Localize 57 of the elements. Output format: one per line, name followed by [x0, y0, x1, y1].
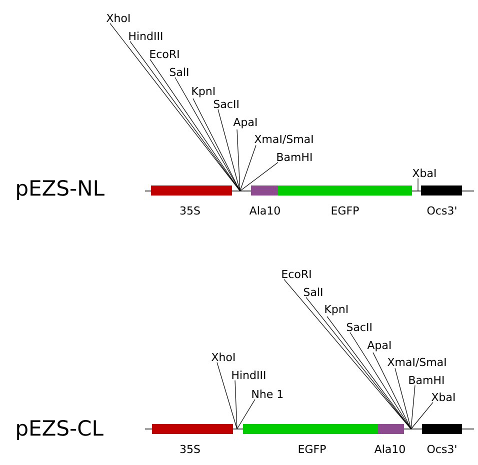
site-label: SacII	[214, 100, 238, 108]
node-label: EGFP	[332, 206, 359, 215]
site-label: XhoI	[212, 352, 235, 362]
leader-line	[410, 385, 416, 430]
leader-line	[284, 279, 412, 430]
leader-line	[410, 402, 434, 430]
plasmid-name: pEZS-CL	[17, 420, 104, 440]
gene-segment: Ocs3'	[422, 424, 462, 454]
site-label: SalI	[304, 288, 322, 296]
leader-line	[240, 162, 278, 192]
leader-line	[192, 98, 240, 192]
leader-line	[150, 59, 240, 192]
node-label: Ocs3'	[427, 206, 456, 215]
node-label: EGFP	[298, 444, 326, 454]
site-label: KpnI	[192, 86, 215, 98]
site-label: XmaI/SmaI	[254, 134, 313, 144]
site-label: XbaI	[412, 168, 436, 178]
gene-segment: Ala10	[249, 186, 280, 215]
site-label: HindIII	[232, 370, 266, 380]
leader-line	[372, 352, 412, 430]
site-label: HindIII	[129, 32, 162, 40]
site-label: KpnI	[325, 304, 348, 316]
site-label: ApaI	[233, 118, 257, 128]
site-label: BamHI	[277, 152, 312, 162]
gene-segment: 35S	[152, 424, 233, 454]
node-label: 35S	[180, 206, 200, 215]
leader-line	[218, 109, 240, 192]
node-label: Ala10	[374, 444, 405, 454]
node-label: 35S	[180, 444, 200, 454]
leader-line	[174, 77, 240, 192]
site-label: EcoRI	[282, 270, 311, 278]
site-label: Nhe 1	[252, 390, 283, 398]
node-label: Ala10	[249, 206, 280, 215]
leader-line	[394, 368, 412, 430]
site-label: ApaI	[367, 340, 391, 352]
site-label: BamHI	[409, 376, 444, 384]
leader-line	[326, 316, 412, 430]
gene-segment: Ocs3'	[421, 186, 462, 215]
leader-line	[236, 129, 240, 192]
plasmid-name: pEZS-NL	[17, 180, 104, 200]
site-label: EcoRI	[150, 50, 179, 58]
site-label: XhoI	[106, 14, 130, 22]
leader-line	[130, 41, 240, 192]
leader-line	[306, 297, 412, 430]
gene-segment: Ala10	[374, 424, 405, 454]
site-label: SacII	[346, 322, 372, 332]
leader-line	[240, 144, 256, 192]
leader-line	[110, 23, 240, 192]
leader-line	[350, 332, 412, 430]
node-label: Ocs3'	[427, 444, 456, 454]
leader-line	[216, 362, 238, 430]
site-label: XmaI/SmaI	[388, 358, 446, 368]
gene-segment: 35S	[151, 186, 232, 215]
leader-line	[234, 380, 238, 430]
site-label: XbaI	[432, 392, 455, 402]
leader-line	[236, 399, 256, 430]
site-label: SalI	[170, 68, 188, 76]
